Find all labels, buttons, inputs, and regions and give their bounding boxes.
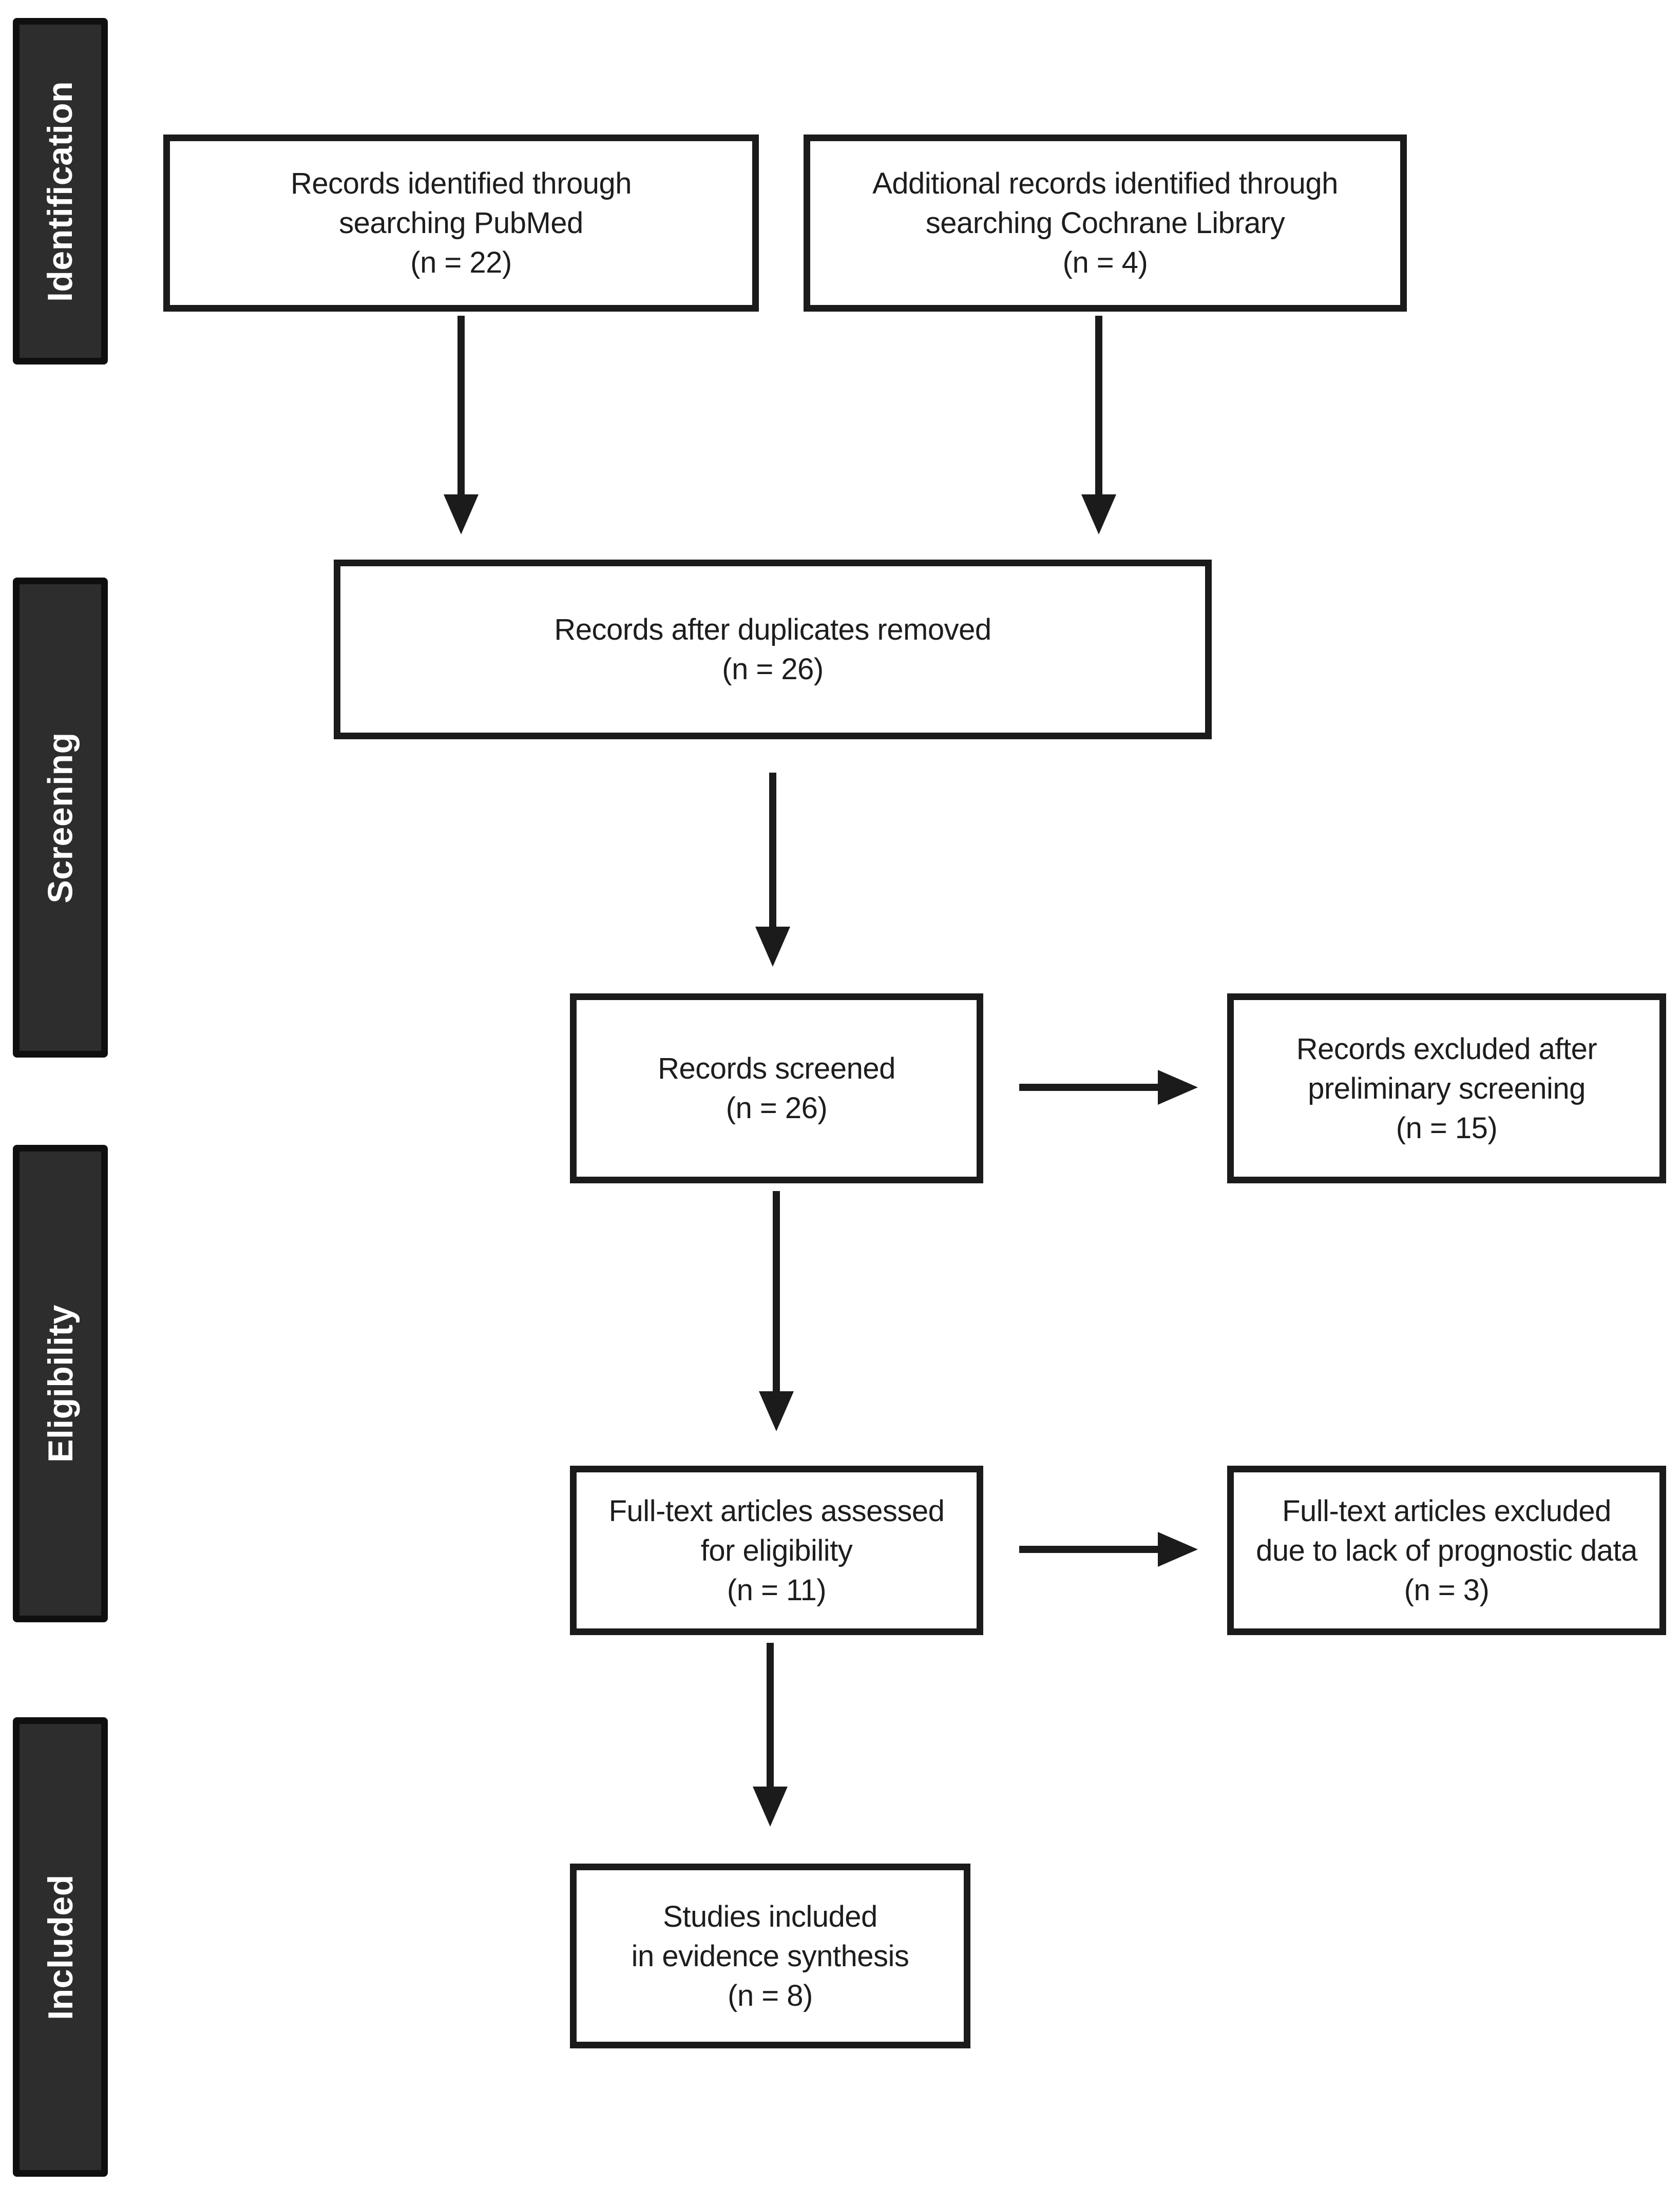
box-text-line: (n = 15) [1396,1111,1498,1145]
stage-label-eligibility: Eligibility [41,1304,80,1463]
flow-box-records-screened: Records screened (n = 26) [570,993,983,1183]
box-text-line: (n = 11) [727,1573,827,1607]
arrowhead-right-icon [1158,1070,1198,1105]
arrow-shaft [457,316,465,495]
box-text-line: Records excluded after [1296,1032,1597,1066]
flow-box-studies-included: Studies included in evidence synthesis (… [570,1864,970,2048]
flow-box-records-identified-cochrane: Additional records identified through se… [804,135,1407,312]
flow-box-fulltext-assessed: Full-text articles assessed for eligibil… [570,1466,983,1635]
arrowhead-down-icon [753,1787,788,1827]
arrowhead-down-icon [759,1391,794,1431]
stage-label-identification: Identification [41,81,80,302]
box-text-line: Records after duplicates removed [554,613,991,646]
arrow-shaft [1019,1084,1159,1091]
stage-bar-eligibility: Eligibility [13,1145,108,1622]
box-text-line: Records screened [658,1052,895,1085]
flow-box-records-excluded-screening: Records excluded after preliminary scree… [1227,993,1666,1183]
box-text-line: due to lack of prognostic data [1256,1533,1637,1567]
arrow-shaft [1095,316,1102,495]
box-text-line: (n = 26) [722,653,824,686]
arrow-shaft [767,1643,774,1788]
box-text-line: (n = 8) [728,1979,813,2012]
box-text-line: (n = 26) [726,1091,828,1125]
stage-bar-included: Included [13,1717,108,2177]
flow-box-fulltext-excluded: Full-text articles excluded due to lack … [1227,1466,1666,1635]
box-text-line: preliminary screening [1308,1071,1586,1105]
box-text-line: (n = 4) [1062,246,1148,279]
arrow-shaft [773,1191,780,1392]
flow-box-records-after-duplicates-removed: Records after duplicates removed (n = 26… [334,560,1212,739]
box-text-line: searching Cochrane Library [925,206,1285,240]
stage-bar-identification: Identification [13,18,108,364]
box-text-line: in evidence synthesis [631,1939,909,1973]
box-text-line: Full-text articles assessed [608,1494,945,1528]
arrowhead-right-icon [1158,1532,1198,1567]
arrow-shaft [769,773,776,928]
box-text-line: Additional records identified through [872,167,1338,200]
box-text-line: for eligibility [700,1533,853,1567]
box-text-line: Full-text articles excluded [1282,1494,1611,1528]
stage-bar-screening: Screening [13,578,108,1058]
box-text-line: Records identified through [290,167,632,200]
stage-label-screening: Screening [41,732,80,904]
flow-box-records-identified-pubmed: Records identified through searching Pub… [163,135,759,312]
arrow-shaft [1019,1546,1159,1553]
stage-label-included: Included [41,1874,80,2020]
box-text-line: (n = 22) [410,246,512,279]
box-text-line: (n = 3) [1404,1573,1490,1607]
arrowhead-down-icon [755,927,790,967]
arrowhead-down-icon [1081,494,1116,534]
arrowhead-down-icon [444,494,479,534]
box-text-line: searching PubMed [339,206,583,240]
box-text-line: Studies included [663,1900,877,1933]
